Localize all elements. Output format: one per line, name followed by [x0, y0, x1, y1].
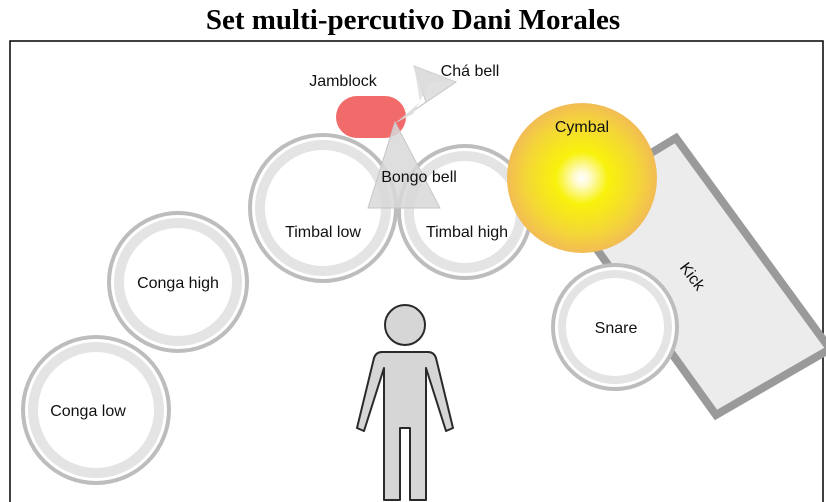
- diagram-frame: [9, 40, 824, 502]
- bongo-bell-label: Bongo bell: [381, 169, 457, 186]
- conga-low-label: Conga low: [50, 403, 126, 420]
- timbal-low-label: Timbal low: [285, 224, 361, 241]
- cymbal-label: Cymbal: [555, 119, 609, 136]
- performer-figure: [356, 304, 454, 501]
- diagram-title: Set multi-percutivo Dani Morales: [205, 4, 621, 36]
- performer-body: [356, 351, 454, 501]
- jamblock-label: Jamblock: [309, 73, 378, 90]
- jamblock: Jamblock: [309, 73, 406, 138]
- conga-low-drum: Conga low: [21, 335, 171, 485]
- performer-head: [384, 304, 426, 346]
- timbal-high-label: Timbal high: [426, 224, 508, 241]
- snare-label: Snare: [595, 320, 638, 337]
- conga-high-drum: Conga high: [107, 211, 249, 353]
- cha-bell: Chá bell: [396, 63, 500, 123]
- conga-high-label: Conga high: [137, 275, 219, 292]
- cymbal: Cymbal: [507, 103, 657, 253]
- cha-bell-label: Chá bell: [441, 63, 500, 80]
- snare-drum: Snare: [551, 263, 679, 391]
- bongo-bell: Bongo bell: [367, 120, 457, 209]
